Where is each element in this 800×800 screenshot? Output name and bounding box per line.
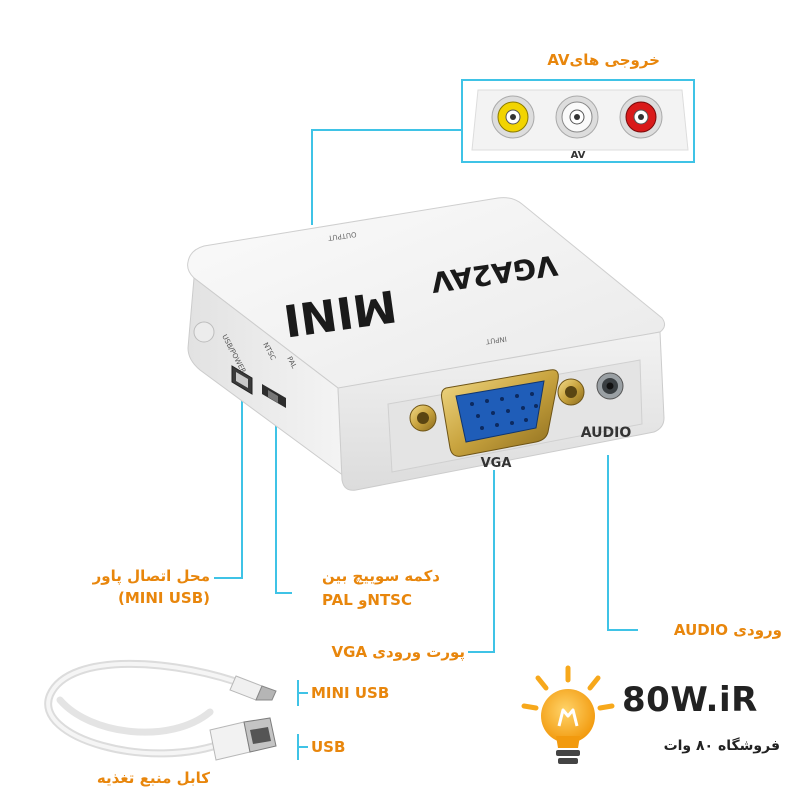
callout-audio-input: ورودی AUDIO [673,621,782,639]
audio-jack [596,372,624,400]
white-rca-jack [555,95,599,139]
mini-usb-plug [229,675,277,701]
callout-power-port-sub: (MINI USB) [118,589,210,607]
red-rca-jack [619,95,663,139]
callout-cable-usb: USB [311,738,346,756]
av-inset-label: AV [571,150,586,161]
device-output-label: OUTPUT [327,230,357,242]
side-badge [193,321,215,343]
callout-av-output: خروجی هایAV [547,51,660,69]
callout-power-cable: کابل منبع تغذیه [96,769,210,787]
usb-cable [44,659,277,761]
callout-switch: دکمه سوییچ بین [322,567,440,585]
logo-name: 80W.iR [622,680,758,720]
callout-switch-sub: NTSCو PAL [322,591,412,609]
vga-port [409,369,585,457]
lightbulb-icon [521,665,615,764]
callout-cable-mini-usb: MINI USB [311,684,390,702]
mini-usb-port [231,365,253,395]
device-input-label: INPUT [485,335,508,346]
usb-a-plug [209,717,277,761]
yellow-rca-jack [491,95,535,139]
audio-label: AUDIO [581,425,632,441]
logo-subtitle: فروشگاه ۸۰ وات [663,738,780,754]
leader-lines [214,129,638,760]
callout-vga-port: پورت ورودی VGA [331,643,465,661]
callout-power-port: محل اتصال پاور [92,567,210,585]
converter-box: MINI VGA2AV OUTPUT INPUT USB/POWER NTSC … [187,197,666,491]
vga-label: VGA [481,456,512,471]
ntsc-pal-switch [262,384,286,408]
av-inset [461,79,695,163]
